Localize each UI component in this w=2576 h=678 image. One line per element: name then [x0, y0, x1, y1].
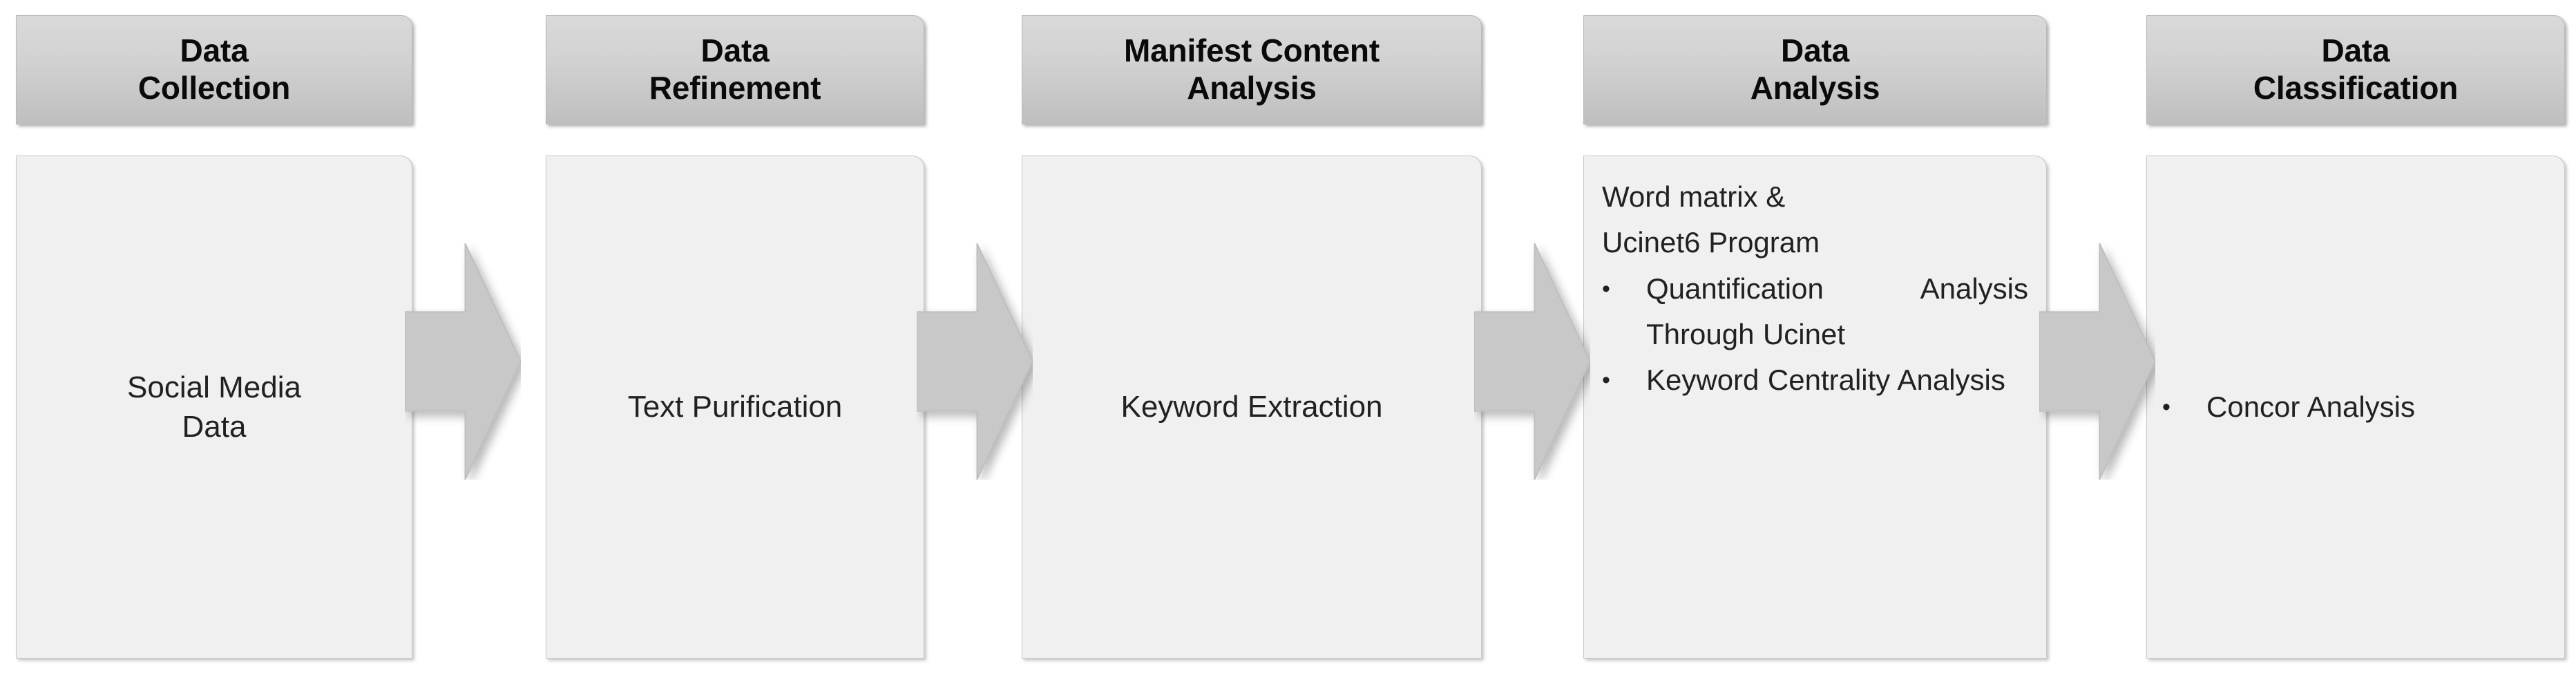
stage-body-label-data-refinement: Text Purification — [627, 390, 843, 424]
right-arrow-icon — [1474, 243, 1590, 480]
right-arrow-icon — [405, 243, 521, 480]
arrow-1 — [405, 243, 521, 480]
stage-body-bullet-label: Quantification Analysis Through Ucinet — [1646, 272, 2028, 351]
stage-header-label-manifest-content-analysis: Manifest Content Analysis — [1124, 32, 1380, 106]
stage-body-content-data-collection: Social Media Data — [17, 156, 412, 658]
bullet-dot-icon: • — [1602, 275, 1610, 302]
stage-body-lead-line: Word matrix & — [1602, 180, 1786, 213]
stage-body-bullet: • Quantification Analysis Through Ucinet — [1602, 266, 2028, 358]
stage-body-manifest-content-analysis[interactable]: Keyword Extraction — [1022, 156, 1482, 659]
right-arrow-icon — [917, 243, 1033, 480]
stage-body-bullet-label: Keyword Centrality Analysis — [1646, 364, 2005, 397]
stage-body-content-data-analysis: Word matrix & Ucinet6 Program • Quantificat… — [1584, 156, 2046, 404]
stage-header-data-refinement[interactable]: Data Refinement — [546, 15, 924, 124]
stage-body-content-data-refinement: Text Purification — [546, 156, 924, 658]
stage-header-label-data-analysis: Data Analysis — [1750, 32, 1880, 106]
arrow-3 — [1474, 243, 1590, 480]
stage-header-label-data-classification: Data Classification — [2253, 32, 2459, 106]
stage-body-data-analysis[interactable]: Word matrix & Ucinet6 Program • Quantificat… — [1583, 156, 2047, 659]
bullet-dot-icon: • — [2162, 393, 2170, 420]
stage-header-label-data-refinement: Data Refinement — [649, 32, 821, 106]
stage-header-label-data-collection: Data Collection — [137, 32, 291, 106]
stage-body-content-data-classification: • Concor Analysis — [2147, 156, 2564, 658]
stage-body-label-manifest-content-analysis: Keyword Extraction — [1120, 390, 1383, 424]
stage-body-content-manifest-content-analysis: Keyword Extraction — [1022, 156, 1481, 658]
stage-header-manifest-content-analysis[interactable]: Manifest Content Analysis — [1022, 15, 1482, 124]
stage-body-bullet-label: Concor Analysis — [2206, 390, 2415, 423]
stage-body-label-data-collection: Social Media Data — [127, 370, 301, 444]
arrow-4 — [2039, 243, 2155, 480]
arrow-2 — [917, 243, 1033, 480]
stage-body-data-collection[interactable]: Social Media Data — [16, 156, 412, 659]
stage-body-lead-line: Ucinet6 Program — [1602, 226, 1820, 259]
stage-header-data-collection[interactable]: Data Collection — [16, 15, 412, 124]
stage-header-data-classification[interactable]: Data Classification — [2146, 15, 2565, 124]
stage-body-bullet-list: • Concor Analysis — [2162, 384, 2549, 430]
bullet-dot-icon: • — [1602, 367, 1610, 394]
right-arrow-icon — [2039, 243, 2155, 480]
stage-body-data-refinement[interactable]: Text Purification — [546, 156, 924, 659]
stage-body-bullet: • Concor Analysis — [2162, 384, 2549, 430]
stage-body-bullet: • Keyword Centrality Analysis — [1602, 357, 2028, 403]
stage-header-data-analysis[interactable]: Data Analysis — [1583, 15, 2047, 124]
stage-body-data-classification[interactable]: • Concor Analysis — [2146, 156, 2565, 659]
